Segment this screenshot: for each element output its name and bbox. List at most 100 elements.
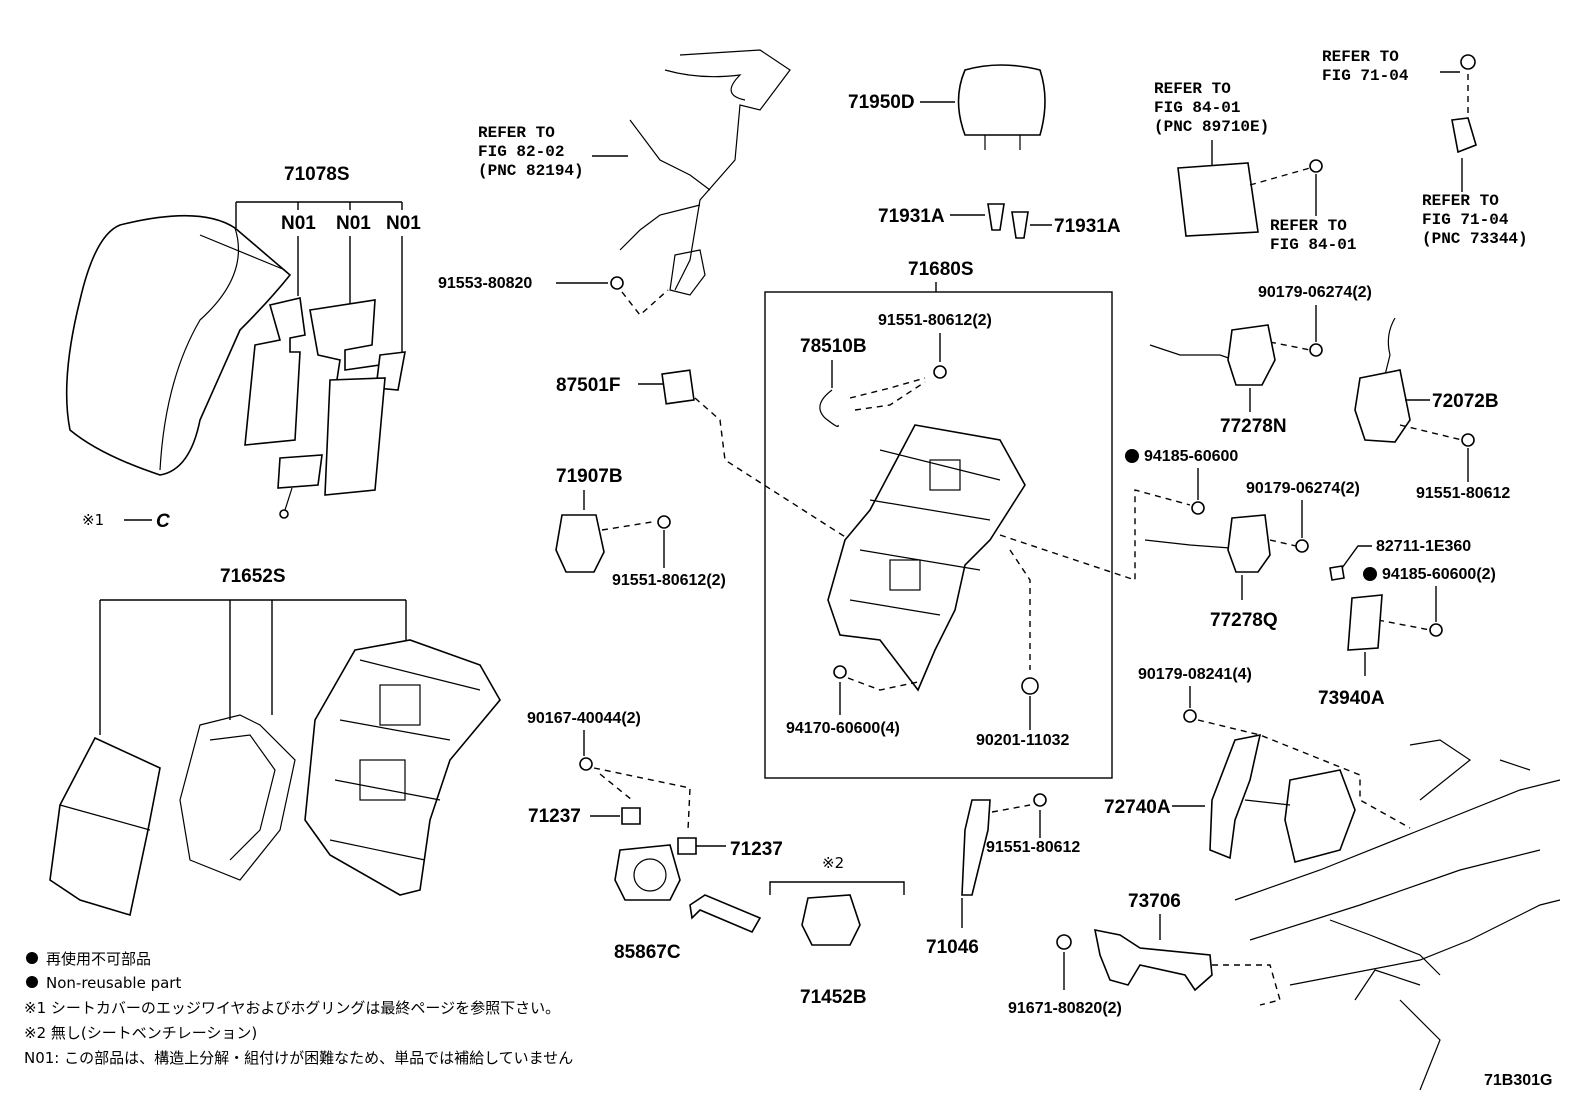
refer-82-line3[interactable]: (PNC 82194) bbox=[478, 162, 584, 180]
recliner-motor bbox=[1284, 769, 1356, 863]
part-label-72072B[interactable]: 72072B bbox=[1432, 391, 1499, 412]
sensor-87501F bbox=[661, 369, 695, 405]
wire-harness-group: REFER TO FIG 82-02 (PNC 82194) 91553-808… bbox=[438, 49, 791, 317]
non-reusable-marker-b bbox=[1363, 567, 1377, 581]
note-2-mark: ※2 bbox=[822, 854, 844, 872]
airflow-arrow bbox=[689, 894, 762, 934]
headrest-guide-a bbox=[987, 203, 1005, 231]
refer-84b-line2[interactable]: FIG 84-01 bbox=[1270, 236, 1356, 254]
seatback-cover-shape bbox=[65, 214, 292, 476]
part-label-90201-11032[interactable]: 90201-11032 bbox=[976, 732, 1070, 749]
part-label-n01-b[interactable]: N01 bbox=[336, 213, 371, 234]
part-label-91671-80820[interactable]: 91671-80820(2) bbox=[1008, 1000, 1122, 1017]
refer-71a-line2[interactable]: FIG 71-04 bbox=[1322, 67, 1409, 85]
part-label-85867C[interactable]: 85867C bbox=[614, 942, 681, 963]
part-label-71931A-b[interactable]: 71931A bbox=[1054, 216, 1121, 237]
part-label-n01-c[interactable]: N01 bbox=[386, 213, 421, 234]
sensor-parts-group: 87501F 71907B 91551-80612(2) bbox=[555, 369, 851, 589]
seat-frame-group: 71680S 91551-80612(2) 78510B 94170-60600… bbox=[764, 259, 1191, 779]
part-label-87501F[interactable]: 87501F bbox=[556, 375, 620, 396]
part-label-94170-60600[interactable]: 94170-60600(4) bbox=[786, 720, 900, 737]
legend-line-2: Non-reusable part bbox=[46, 974, 181, 992]
part-label-90179-06274-b[interactable]: 90179-06274(2) bbox=[1246, 480, 1360, 497]
clip-73344 bbox=[1451, 117, 1477, 154]
part-label-90179-08241[interactable]: 90179-08241(4) bbox=[1138, 666, 1252, 683]
part-label-71652S[interactable]: 71652S bbox=[220, 566, 286, 587]
seat-frame-71680S bbox=[827, 424, 1026, 692]
part-label-82711-1E360[interactable]: 82711-1E360 bbox=[1376, 538, 1471, 555]
refer-71b-line2[interactable]: FIG 71-04 bbox=[1422, 211, 1509, 229]
pad-n01-c-lower bbox=[324, 377, 386, 496]
wire-78510B bbox=[819, 389, 839, 428]
seatback-assembly-group: 71652S bbox=[49, 566, 501, 917]
part-label-73940A[interactable]: 73940A bbox=[1318, 688, 1385, 709]
part-label-71680S[interactable]: 71680S bbox=[908, 259, 974, 280]
part-label-72740A[interactable]: 72740A bbox=[1104, 797, 1171, 818]
part-label-71078S[interactable]: 71078S bbox=[284, 164, 350, 185]
legend-bullet-1 bbox=[26, 952, 38, 964]
part-label-71237-a[interactable]: 71237 bbox=[528, 806, 581, 827]
refer-84a-line3[interactable]: (PNC 89710E) bbox=[1154, 118, 1269, 136]
trim-71046 bbox=[961, 799, 991, 896]
part-label-91551-80612-d[interactable]: 91551-80612 bbox=[1416, 485, 1510, 502]
ecu-73940A bbox=[1347, 594, 1383, 651]
part-label-71046[interactable]: 71046 bbox=[926, 937, 979, 958]
part-label-71907B[interactable]: 71907B bbox=[556, 466, 623, 487]
refer-71a-line1[interactable]: REFER TO bbox=[1322, 48, 1399, 66]
fan-71452B bbox=[801, 894, 861, 946]
part-label-94185-60600-b[interactable]: 94185-60600(2) bbox=[1382, 566, 1496, 583]
figure-code: 71B301G bbox=[1484, 1072, 1553, 1089]
part-label-91551-80612-2-a[interactable]: 91551-80612(2) bbox=[612, 572, 726, 589]
legend: 再使用不可部品 Non-reusable part ※1 シートカバーのエッジワ… bbox=[24, 950, 573, 1067]
seatback-wire-frame bbox=[179, 714, 296, 881]
latch-71907B bbox=[555, 514, 605, 573]
part-label-77278N[interactable]: 77278N bbox=[1220, 416, 1287, 437]
part-label-n01-a[interactable]: N01 bbox=[281, 213, 316, 234]
pad-n01-a bbox=[244, 297, 306, 446]
refer-84b-line1[interactable]: REFER TO bbox=[1270, 217, 1347, 235]
refer-71b-line3[interactable]: (PNC 73344) bbox=[1422, 230, 1528, 248]
refer-82-line2[interactable]: FIG 82-02 bbox=[478, 143, 564, 161]
headrest-71950D bbox=[957, 64, 1046, 136]
blower-fan-85867C bbox=[614, 844, 681, 901]
seatback-body bbox=[304, 639, 501, 896]
heater-mat bbox=[49, 736, 161, 917]
bracket-73706 bbox=[1093, 928, 1213, 992]
part-label-94185-60600-a[interactable]: 94185-60600 bbox=[1144, 448, 1238, 465]
bracket-71237-b bbox=[677, 837, 697, 855]
note-1-c: C bbox=[156, 511, 170, 532]
part-label-71931A-a[interactable]: 71931A bbox=[878, 206, 945, 227]
part-label-73706[interactable]: 73706 bbox=[1128, 891, 1181, 912]
legend-line-3: ※1 シートカバーのエッジワイヤおよびホグリングは最終ページを参照下さい。 bbox=[24, 999, 560, 1017]
seatback-cover-group: 71078S N01 N01 N01 ※1 C bbox=[65, 164, 421, 532]
legend-line-5: N01: この部品は、構造上分解・組付けが困難なため、単品では補給していません bbox=[24, 1049, 573, 1067]
part-label-78510B[interactable]: 78510B bbox=[800, 336, 867, 357]
part-label-71237-b[interactable]: 71237 bbox=[730, 839, 783, 860]
part-label-71452B[interactable]: 71452B bbox=[800, 987, 867, 1008]
part-label-91551-80612-2-b[interactable]: 91551-80612(2) bbox=[878, 312, 992, 329]
actuator-72072B bbox=[1354, 369, 1411, 443]
part-label-91551-80612-c[interactable]: 91551-80612 bbox=[986, 839, 1080, 856]
part-label-90167-40044[interactable]: 90167-40044(2) bbox=[527, 710, 641, 727]
legend-line-1: 再使用不可部品 bbox=[46, 950, 151, 968]
refer-82-line1[interactable]: REFER TO bbox=[478, 124, 555, 142]
non-reusable-marker-a bbox=[1125, 449, 1139, 463]
frame-assembly-box bbox=[764, 291, 1113, 779]
wire-harness bbox=[674, 49, 791, 291]
connector-82711 bbox=[1329, 565, 1345, 581]
refer-84a-line1[interactable]: REFER TO bbox=[1154, 80, 1231, 98]
headrest-group: 71950D 71931A 71931A bbox=[848, 64, 1121, 239]
refer-71b-line1[interactable]: REFER TO bbox=[1422, 192, 1499, 210]
refer-84a-line2[interactable]: FIG 84-01 bbox=[1154, 99, 1240, 117]
part-label-91553-80820[interactable]: 91553-80820 bbox=[438, 275, 532, 292]
part-label-71950D[interactable]: 71950D bbox=[848, 92, 915, 113]
motor-77278Q bbox=[1227, 514, 1271, 573]
part-label-90179-06274-a[interactable]: 90179-06274(2) bbox=[1258, 284, 1372, 301]
control-module bbox=[1177, 162, 1259, 237]
part-label-77278Q[interactable]: 77278Q bbox=[1210, 610, 1278, 631]
motor-parts-group: 90179-06274(2) 77278N 72072B 91551-80612… bbox=[1125, 284, 1510, 709]
module-group: REFER TO FIG 84-01 (PNC 89710E) REFER TO… bbox=[1154, 48, 1528, 254]
fan-parts-group: 90167-40044(2) 71237 71237 85867C ※2 714… bbox=[527, 710, 905, 1008]
